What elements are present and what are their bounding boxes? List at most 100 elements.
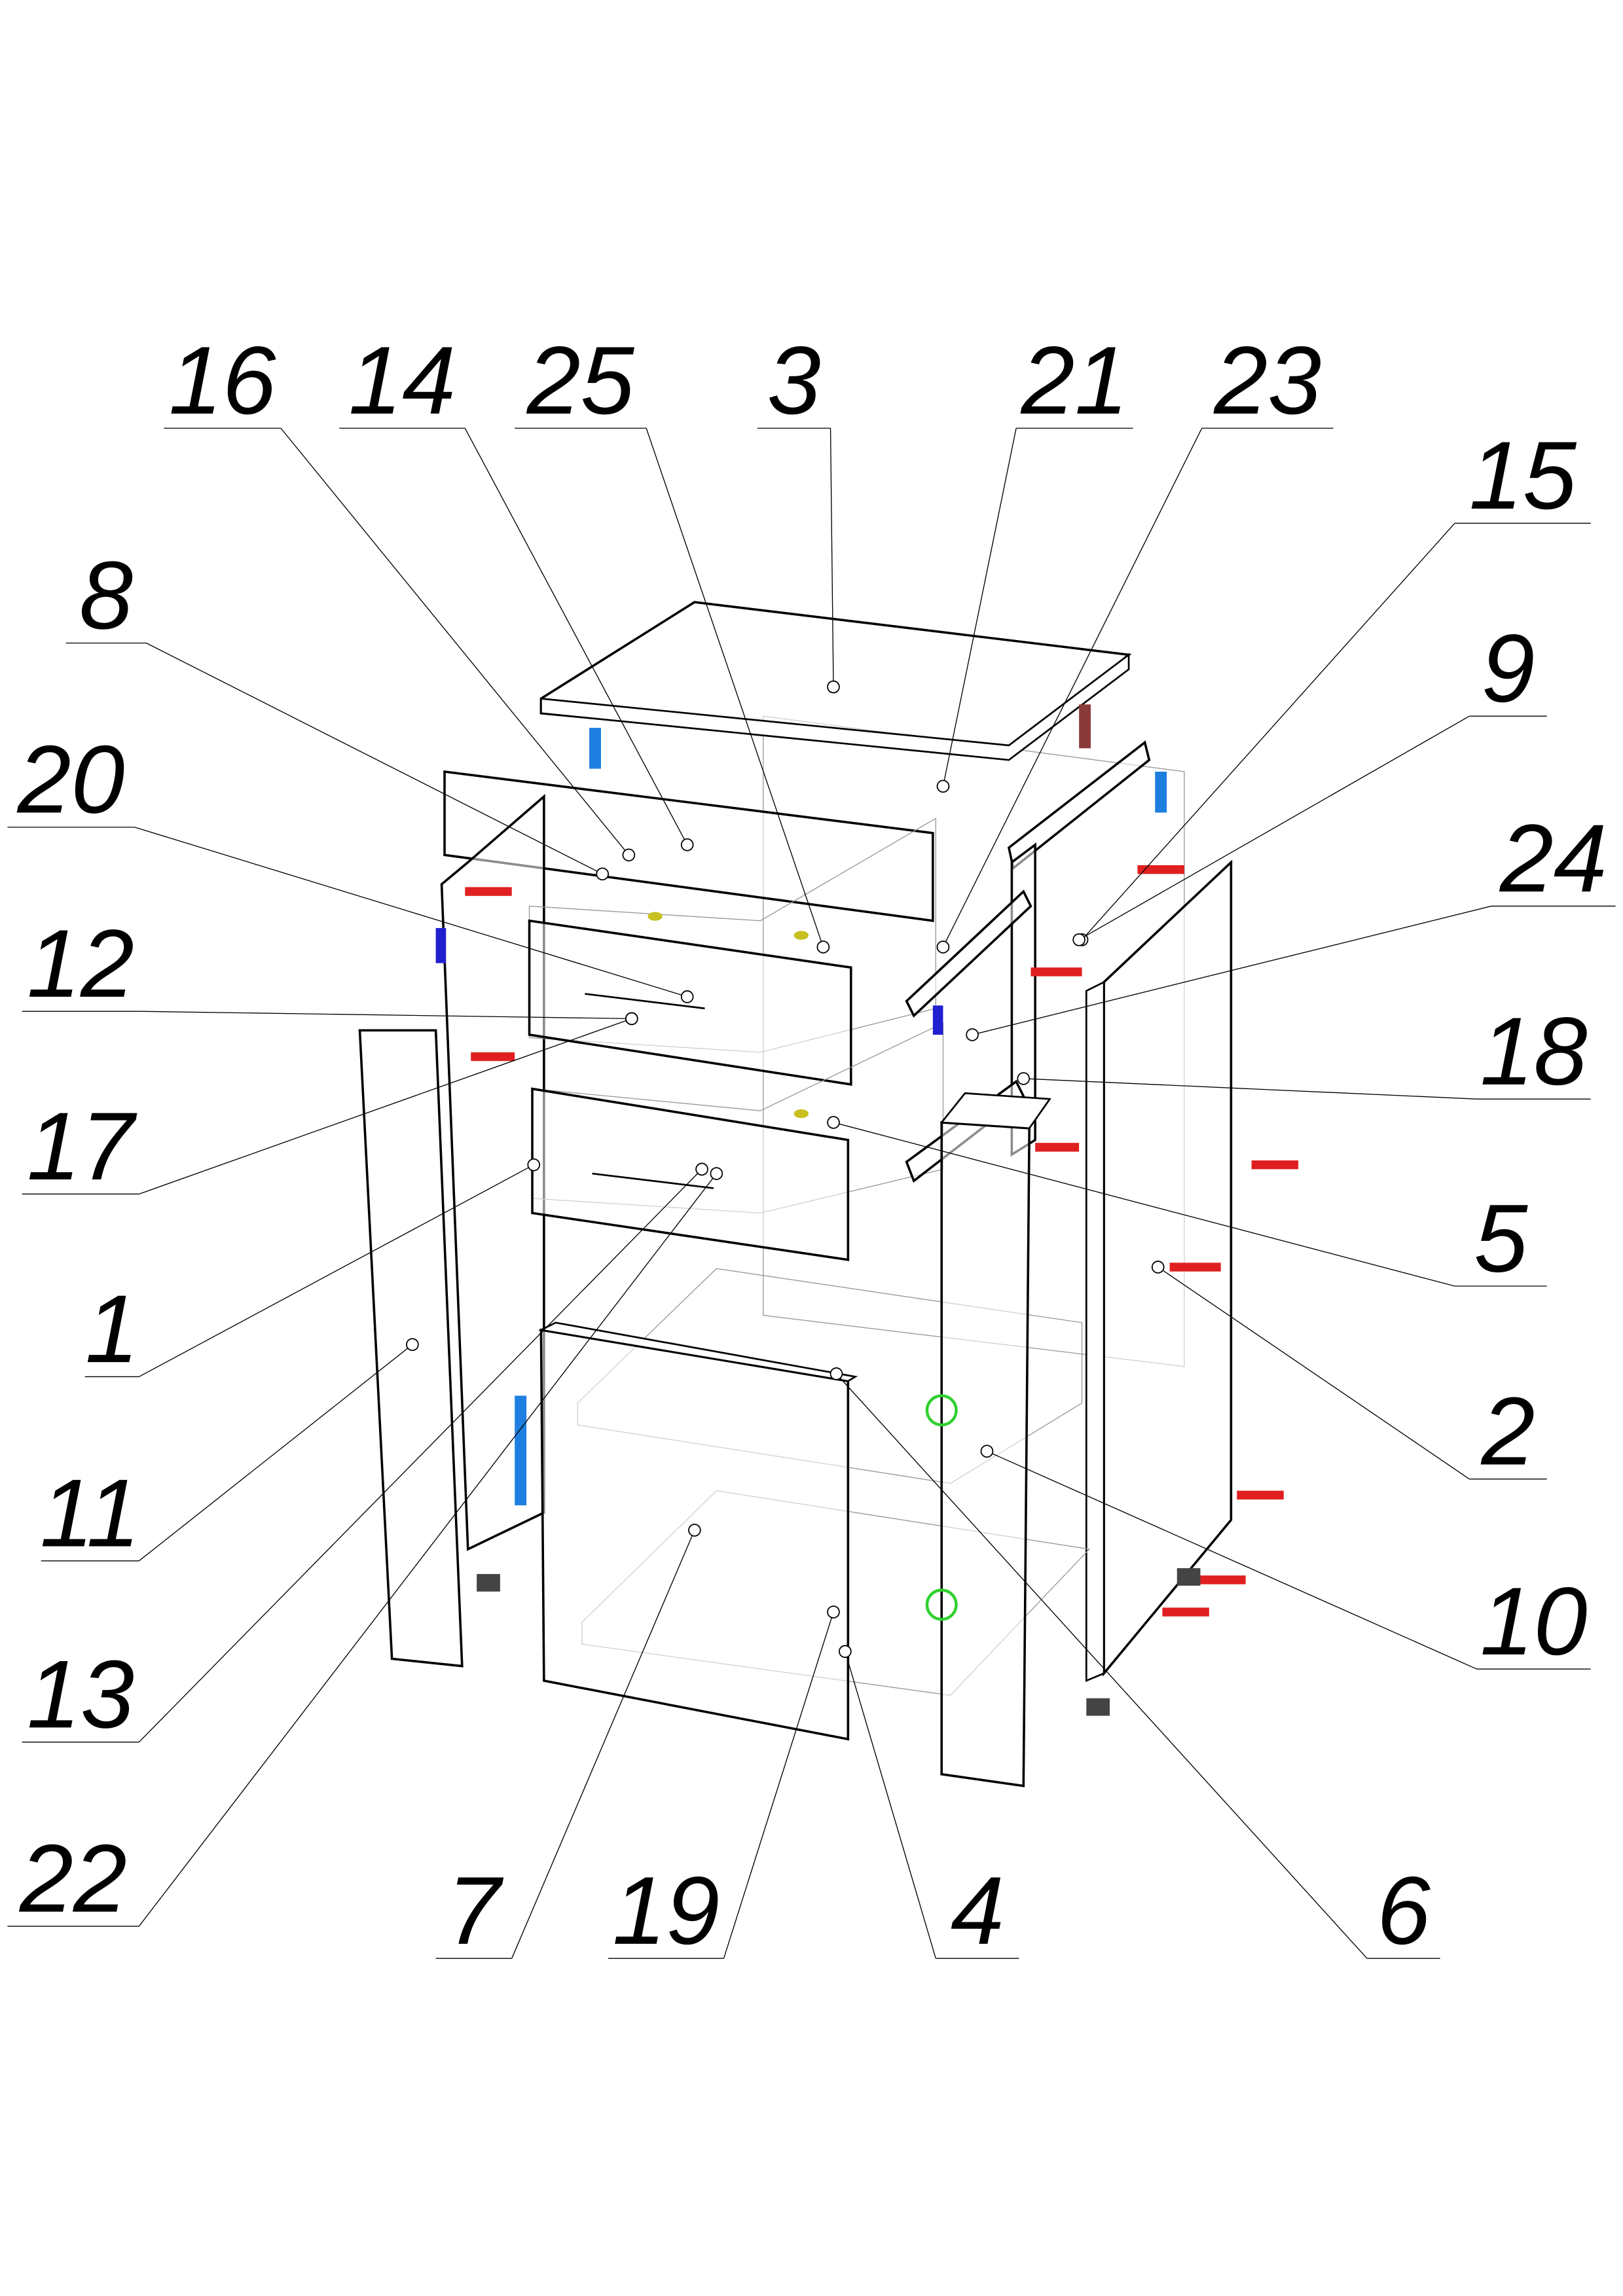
callout-2: 2	[1151, 1261, 1547, 1485]
part-number: 1	[85, 1276, 139, 1383]
leader-line	[646, 428, 824, 948]
part-number: 11	[40, 1460, 140, 1567]
drawer-1-front	[528, 919, 852, 1086]
part-number: 23	[1213, 327, 1321, 435]
leader-line	[134, 827, 687, 997]
callout-23: 23	[936, 327, 1334, 954]
hardware	[435, 704, 1299, 1716]
leader-line	[972, 905, 1491, 1035]
callout-25: 25	[515, 327, 830, 954]
leader-dot	[680, 990, 694, 1003]
leader-line	[139, 1164, 534, 1378]
leader-line	[845, 1651, 936, 1959]
callout-11: 11	[40, 1338, 419, 1567]
leader-line	[1023, 1078, 1477, 1100]
callout-20: 20	[7, 726, 694, 1003]
leader-line	[835, 1373, 1368, 1959]
part-number: 20	[17, 726, 125, 834]
leader-line	[511, 1530, 695, 1959]
leader-line	[833, 1122, 1455, 1287]
part-number: 9	[1482, 615, 1535, 723]
callout-21: 21	[936, 327, 1133, 793]
part-number: 5	[1474, 1185, 1528, 1293]
leader-dot	[1151, 1261, 1165, 1274]
part-number: 4	[951, 1857, 1004, 1965]
callout-1: 1	[84, 1158, 541, 1383]
leader-dot	[966, 1028, 979, 1041]
leader-line	[830, 428, 834, 687]
leader-dot	[936, 941, 950, 954]
leader-line	[139, 1011, 632, 1020]
part-number: 19	[612, 1857, 720, 1965]
rail-upper	[905, 889, 1032, 1018]
callout-16: 16	[164, 327, 636, 862]
part-number: 3	[767, 327, 821, 435]
callout-24: 24	[966, 805, 1616, 1041]
leader-dot	[596, 867, 610, 881]
callout-22: 22	[7, 1167, 723, 1933]
leader-line	[1078, 715, 1470, 941]
leader-dot	[827, 1116, 840, 1129]
leader-dot	[1072, 933, 1085, 946]
callout-14: 14	[339, 327, 694, 852]
leader-line	[146, 642, 603, 874]
drawer-2-front	[531, 1087, 850, 1261]
callout-9: 9	[1072, 615, 1547, 946]
drawer-2-handle	[592, 1172, 714, 1189]
leader-dot	[830, 1367, 843, 1380]
part-number: 25	[526, 327, 635, 435]
callout-17: 17	[22, 1012, 638, 1200]
part-number: 2	[1481, 1378, 1535, 1485]
part-number: 16	[169, 327, 276, 435]
leader-dot	[406, 1338, 419, 1352]
callout-12: 12	[22, 910, 638, 1026]
leader-dot	[936, 780, 950, 793]
leader-dot	[695, 1162, 708, 1176]
part-number: 18	[1480, 998, 1588, 1105]
leader-line	[942, 427, 1203, 948]
part-number: 24	[1499, 805, 1607, 912]
leader-dot	[839, 1645, 852, 1659]
leader-dot	[527, 1158, 541, 1172]
callout-8: 8	[65, 542, 610, 881]
callout-5: 5	[827, 1116, 1547, 1293]
leader-dot	[980, 1444, 994, 1458]
callout-19: 19	[608, 1605, 840, 1965]
callout-7: 7	[435, 1524, 701, 1965]
top-panel-edge	[540, 653, 1130, 761]
part-number: 10	[1480, 1568, 1588, 1676]
leader-dot	[688, 1524, 701, 1537]
door-handle	[515, 1395, 527, 1505]
part-number: 15	[1469, 422, 1577, 529]
callout-13: 13	[22, 1162, 708, 1748]
leader-line	[1158, 1266, 1470, 1480]
part-number: 8	[79, 542, 133, 649]
callout-6: 6	[830, 1367, 1440, 1965]
part-number: 12	[27, 910, 134, 1018]
callout-10: 10	[980, 1444, 1591, 1676]
right-front-stile-top	[939, 1092, 1051, 1130]
door-edge	[538, 1321, 858, 1382]
drawer-1-handle	[585, 993, 705, 1010]
part-number: 6	[1377, 1857, 1431, 1965]
leader-line	[942, 428, 1017, 787]
leader-dot	[827, 680, 840, 694]
leader-line	[987, 1450, 1477, 1670]
part-number: 14	[348, 327, 456, 435]
callout-18: 18	[1017, 998, 1591, 1105]
right-side-panel-edge	[1085, 980, 1105, 1682]
leader-line	[464, 427, 688, 845]
part-number: 21	[1020, 327, 1128, 435]
leader-dot	[710, 1167, 723, 1180]
leader-dot	[827, 1605, 840, 1619]
left-side-panel	[440, 794, 545, 1551]
leader-dot	[622, 848, 636, 862]
leader-line	[280, 427, 629, 855]
part-number: 7	[447, 1857, 504, 1965]
callout-3: 3	[757, 327, 840, 694]
leader-line	[1082, 522, 1455, 941]
part-number: 13	[27, 1641, 134, 1748]
leader-line	[139, 1018, 632, 1194]
